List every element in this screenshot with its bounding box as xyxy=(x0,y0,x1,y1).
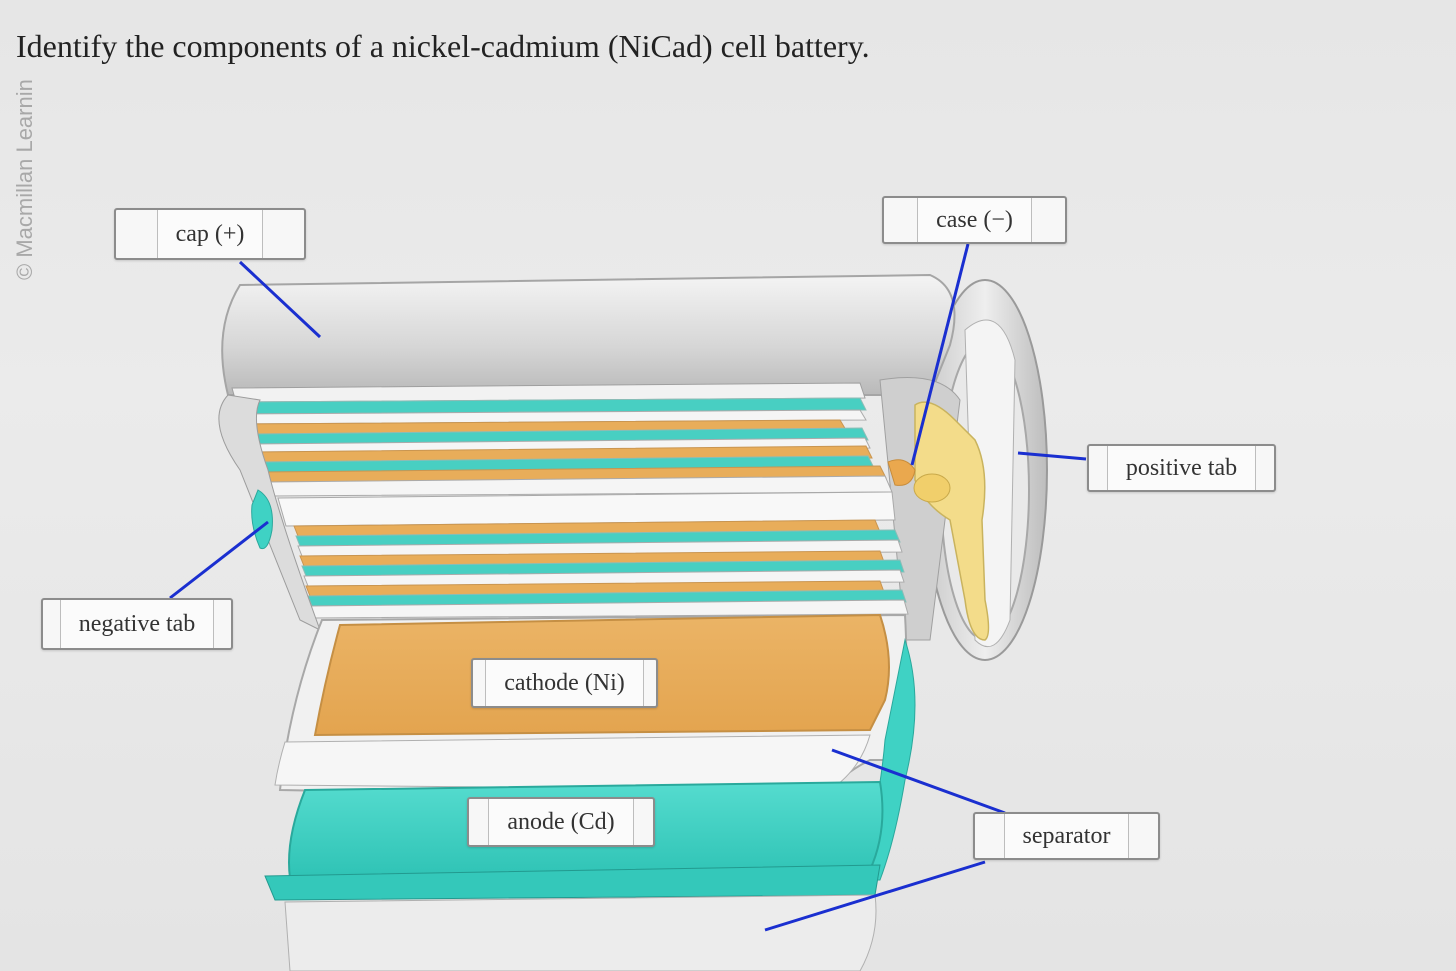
positive-tab-shape xyxy=(914,401,990,641)
leader-line-negative-tab xyxy=(169,520,269,600)
leader-line-cap xyxy=(238,260,322,339)
leader-line-separator-lower xyxy=(764,860,986,932)
label-anode[interactable]: anode (Cd) xyxy=(467,797,655,847)
leader-lines xyxy=(169,243,1087,932)
label-anode-text: anode (Cd) xyxy=(488,799,634,845)
label-negative-tab[interactable]: negative tab xyxy=(41,598,233,650)
negative-tab-shape xyxy=(251,489,273,550)
leader-line-positive-tab xyxy=(1017,451,1087,461)
label-positive-tab-text: positive tab xyxy=(1106,446,1257,490)
label-case-text: case (−) xyxy=(917,198,1032,242)
case-shell xyxy=(221,273,956,396)
label-cathode[interactable]: cathode (Ni) xyxy=(471,658,658,708)
label-positive-tab[interactable]: positive tab xyxy=(1087,444,1276,492)
label-separator[interactable]: separator xyxy=(973,812,1160,860)
label-negative-tab-text: negative tab xyxy=(59,600,215,648)
label-separator-text: separator xyxy=(1003,814,1130,858)
label-case[interactable]: case (−) xyxy=(882,196,1067,244)
leader-line-separator-upper xyxy=(831,748,1006,815)
label-cap-text: cap (+) xyxy=(156,210,264,258)
electrode-stack xyxy=(231,382,909,619)
question-prompt: Identify the components of a nickel-cadm… xyxy=(16,28,870,64)
label-cathode-text: cathode (Ni) xyxy=(485,660,644,706)
leader-line-case xyxy=(910,243,970,466)
label-cap[interactable]: cap (+) xyxy=(114,208,306,260)
